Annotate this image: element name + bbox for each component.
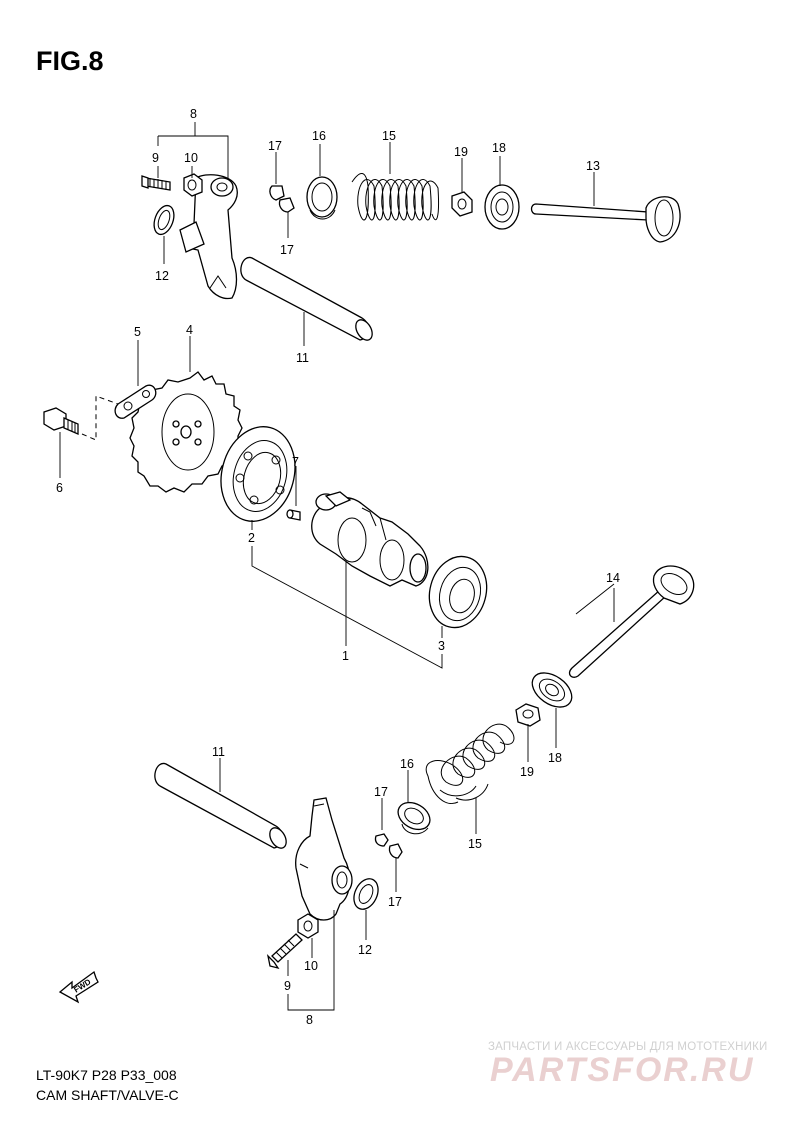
callout-18-bot: 18 [548, 751, 562, 765]
rocker-arm-upper [179, 174, 238, 300]
rocker-arm-lower [295, 797, 353, 921]
valve-exhaust [530, 196, 681, 243]
cotter-upper [269, 185, 295, 213]
callout-6: 6 [56, 481, 63, 495]
callout-16-top: 16 [312, 129, 326, 143]
valve-spring-lower [425, 723, 515, 804]
callout-8-top: 8 [190, 107, 197, 121]
spring-seat-upper [484, 184, 520, 230]
callout-9-top: 9 [152, 151, 159, 165]
callout-10-bot: 10 [304, 959, 318, 973]
spring-seat-lower [531, 672, 573, 708]
cotter-lower [374, 833, 403, 859]
callout-17a-bot: 17 [374, 785, 388, 799]
spring-retainer-upper [306, 176, 338, 220]
callout-11-top: 11 [296, 351, 309, 365]
camshaft [311, 491, 429, 587]
callout-14: 14 [606, 571, 620, 585]
spring-retainer-lower [397, 801, 431, 835]
callout-15-bot: 15 [468, 837, 482, 851]
callout-17a-top: 17 [268, 139, 282, 153]
washer-lower [353, 878, 379, 910]
callout-11-bot: 11 [212, 745, 225, 759]
lock-nut-upper [183, 173, 203, 197]
watermark-brand: PARTSFOR.RU [490, 1051, 755, 1089]
adjusting-screw-lower [266, 933, 303, 970]
bolt-path-line [81, 395, 119, 441]
bearing-left [220, 426, 296, 522]
leader-lines [59, 122, 615, 1011]
callout-1: 1 [342, 649, 349, 663]
section-name: CAM SHAFT/VALVE-C [36, 1087, 179, 1103]
lock-plate [114, 384, 157, 419]
callout-17b-bot: 17 [388, 895, 402, 909]
callout-5: 5 [134, 325, 141, 339]
washer-upper [153, 204, 175, 236]
callout-4: 4 [186, 323, 193, 337]
callout-7: 7 [292, 455, 299, 469]
callout-2: 2 [248, 531, 255, 545]
callout-3: 3 [438, 639, 445, 653]
lock-nut-lower [297, 913, 319, 939]
dowel-pin [286, 509, 301, 521]
rocker-shaft-lower [154, 762, 287, 849]
callout-19-top: 19 [454, 145, 468, 159]
rocker-shaft-upper [240, 256, 373, 341]
valve-stem-seal-lower [515, 703, 541, 727]
callout-19-bot: 19 [520, 765, 534, 779]
model-code: LT-90K7 P28 P33_008 [36, 1067, 177, 1083]
callout-15-top: 15 [382, 129, 396, 143]
callout-18-top: 18 [492, 141, 506, 155]
valve-intake [568, 565, 695, 678]
watermark-tagline: ЗАПЧАСТИ И АКСЕССУАРЫ ДЛЯ МОТОТЕХНИКИ [488, 1041, 768, 1053]
callout-9-bot: 9 [284, 979, 291, 993]
adjusting-screw-upper [141, 175, 171, 191]
callout-12-bot: 12 [358, 943, 372, 957]
cam-sprocket [129, 371, 243, 493]
fig-title: FIG.8 [36, 46, 104, 76]
callout-16-bot: 16 [400, 757, 414, 771]
callout-12-top: 12 [155, 269, 169, 283]
callout-13: 13 [586, 159, 600, 173]
sprocket-bolt [43, 407, 79, 435]
fwd-arrow-icon: FWD [58, 970, 99, 1004]
valve-stem-seal-upper [451, 191, 473, 217]
valve-spring-upper [351, 173, 439, 221]
callout-8-bot: 8 [306, 1013, 313, 1027]
callout-10-top: 10 [184, 151, 198, 165]
bearing-right [428, 555, 488, 629]
callout-17b-top: 17 [280, 243, 294, 257]
